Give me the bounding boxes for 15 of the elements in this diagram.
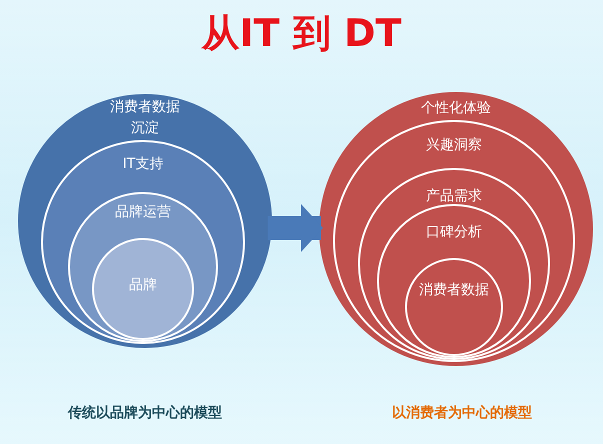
circle [92,238,194,340]
circle-label: 兴趣洞察 [425,136,483,155]
circle-label: 消费者数据 [418,281,490,300]
caption: 传统以品牌为中心的模型 [68,404,222,422]
circle-label: 品牌 [128,276,158,295]
circle-label: 口碑分析 [425,223,483,242]
circle-label: IT支持 [122,155,164,174]
circle-label: 品牌运营 [114,203,172,222]
title: 从IT 到 DT [200,10,402,57]
circle [377,204,531,358]
caption: 以消费者为中心的模型 [392,404,532,422]
circle-label: 个性化体验 [420,99,492,118]
circle-label: 产品需求 [425,187,483,206]
circle-label: 消费者数据沉淀 [109,98,181,138]
circle [405,258,503,356]
